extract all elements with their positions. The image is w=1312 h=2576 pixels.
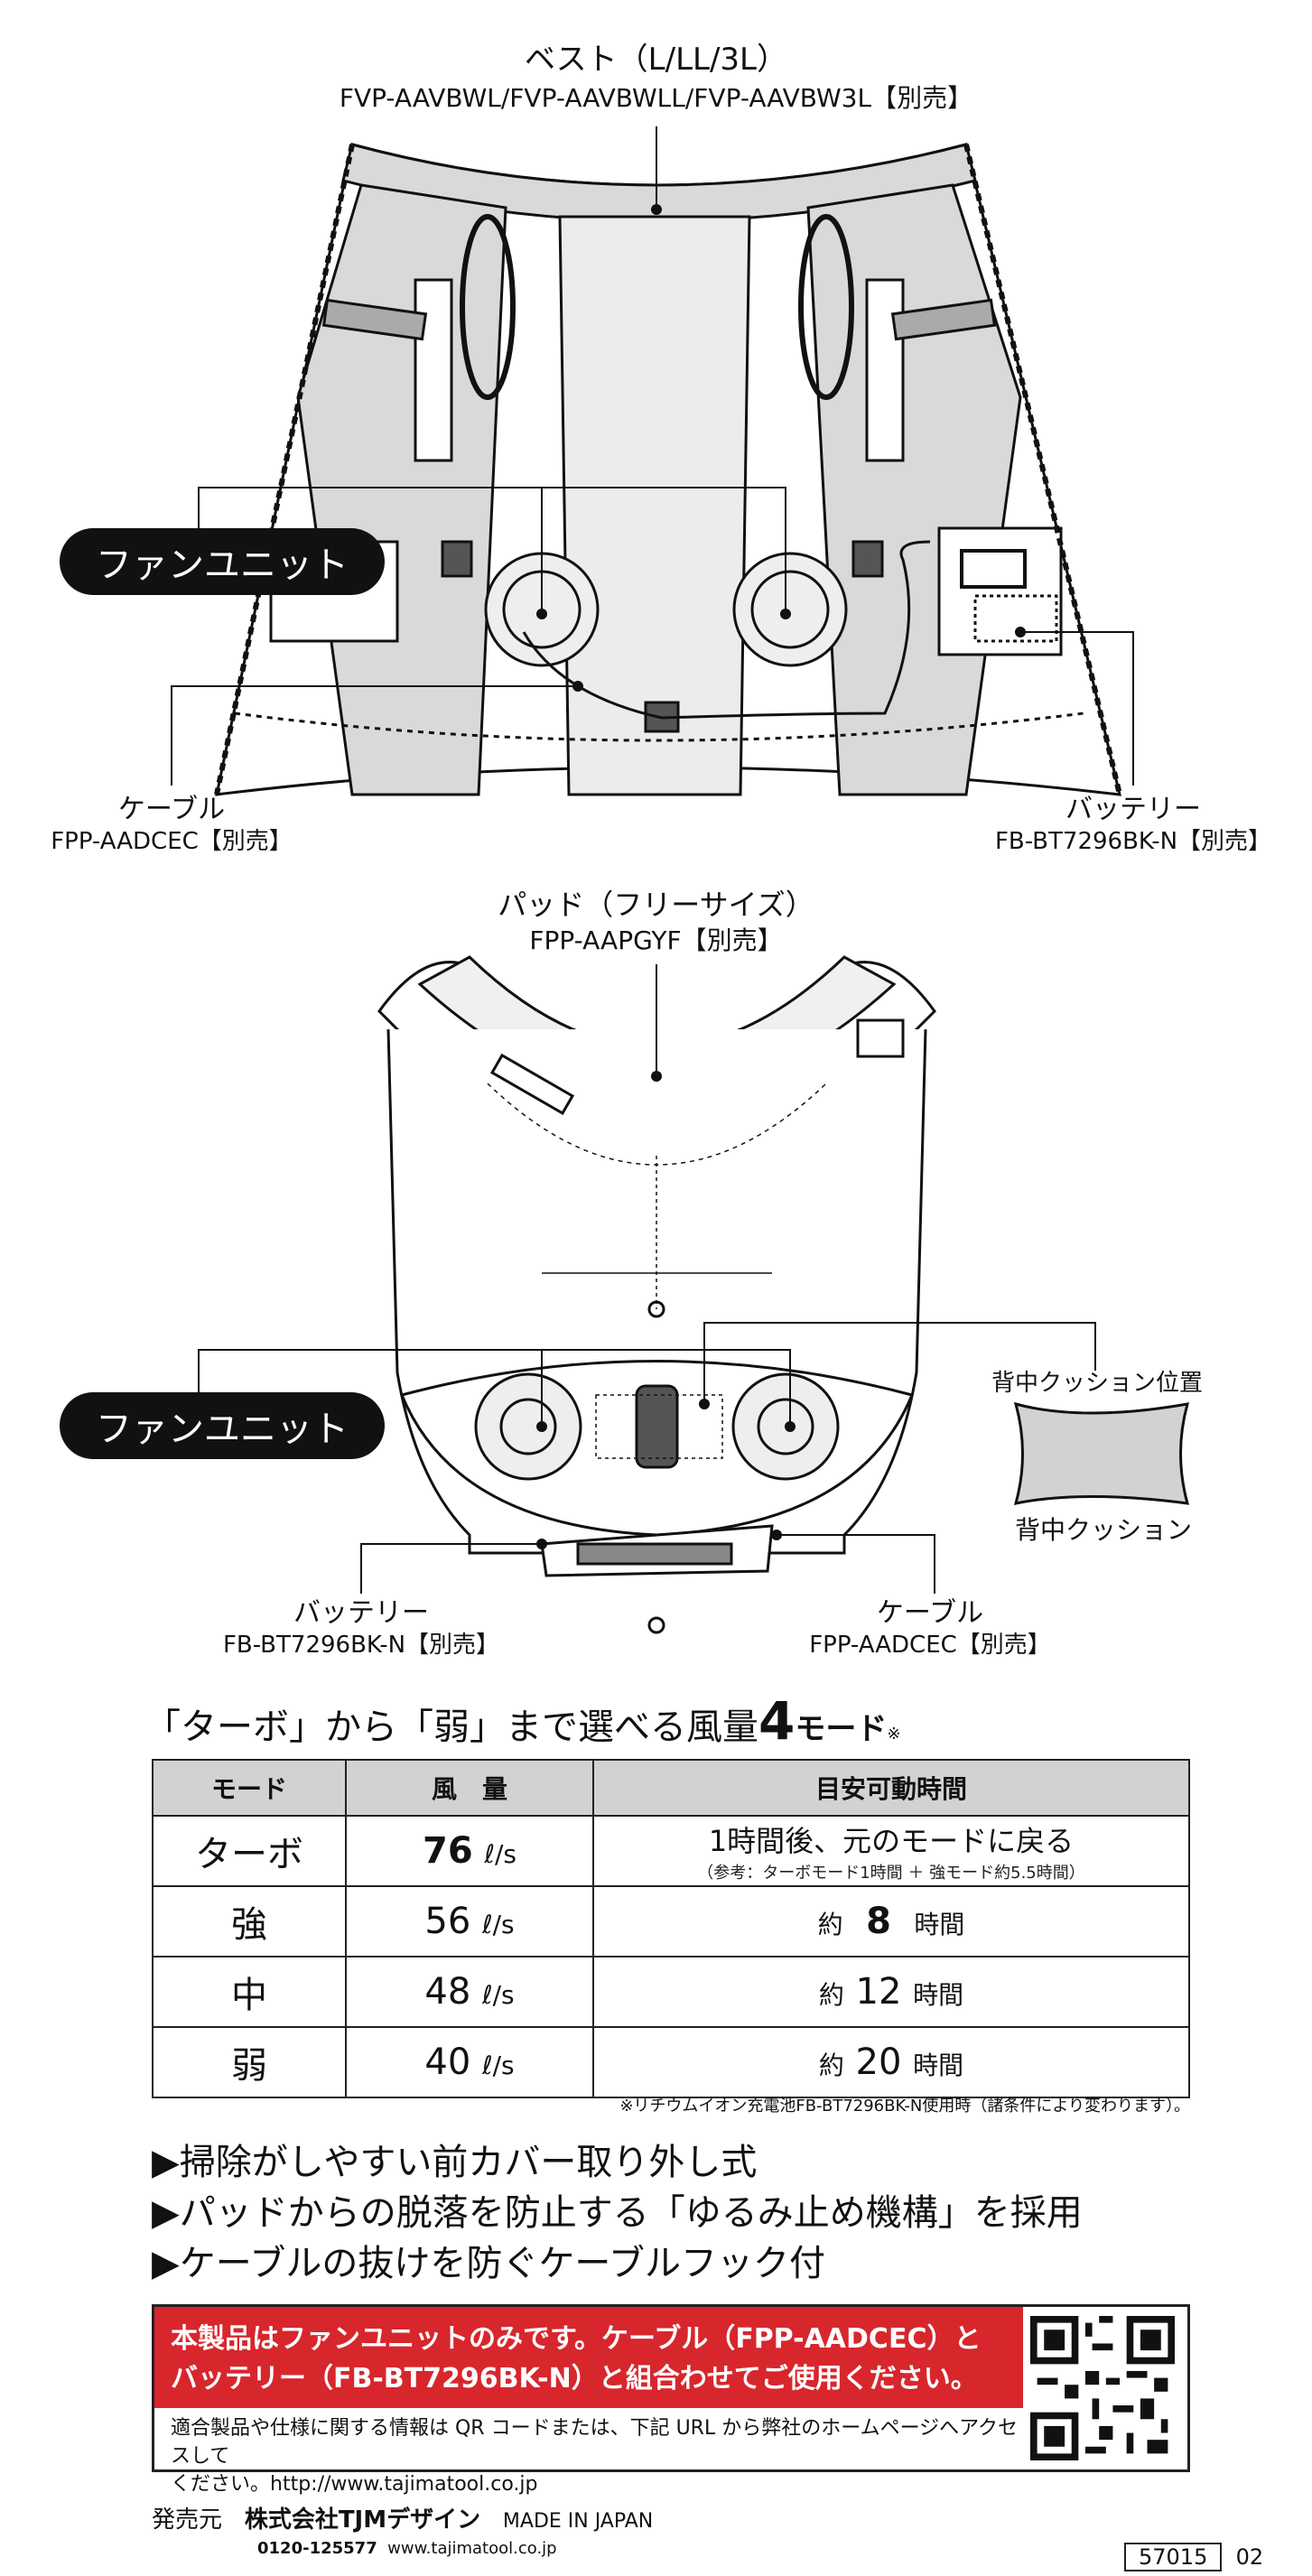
- header-mode: モード: [152, 1759, 347, 1817]
- cable-model-top: FPP-AADCEC【別売】: [51, 828, 293, 855]
- headline-text: 「ターボ」から「弱」まで選べる風量: [144, 1706, 758, 1748]
- time-hours: 12: [855, 1971, 902, 2013]
- revision: 02: [1235, 2544, 1264, 2570]
- time-cell: 約 12 時間: [592, 1956, 1190, 2028]
- time-pre: 約: [818, 2051, 844, 2080]
- cushion-position-label: 背中クッション位置: [991, 1370, 1204, 1397]
- flow-value: 40: [424, 2041, 471, 2083]
- flow-value: 48: [424, 1971, 471, 2013]
- flow-unit: ℓ/s: [482, 1980, 515, 2010]
- battery-model-top: FB-BT7296BK-N【別売】: [994, 828, 1272, 855]
- fan-unit-badge-top: ファンユニット: [60, 528, 385, 595]
- notice-info1: 適合製品や仕様に関する情報は QR コードまたは、下記 URL から弊社のホーム…: [171, 2417, 1019, 2468]
- time-hours: 20: [855, 2041, 902, 2083]
- table-row: 強 56 ℓ/s 約 8 時間: [152, 1885, 1190, 1958]
- cushion-label: 背中クッション: [1015, 1515, 1193, 1545]
- cable-model-bottom: FPP-AADCEC【別売】: [809, 1632, 1051, 1659]
- time-text: 1時間後、元のモードに戻る: [708, 1824, 1075, 1858]
- flow-cell: 48 ℓ/s: [345, 1956, 594, 2028]
- flow-cell: 56 ℓ/s: [345, 1885, 594, 1958]
- flow-cell: 76 ℓ/s: [345, 1815, 594, 1887]
- header-flow: 風 量: [345, 1759, 594, 1817]
- notice-line1: 本製品はファンユニットのみです。ケーブル（FPP-AADCEC）と: [171, 2323, 982, 2355]
- footer-seller: 発売元 株式会社TJMデザイン MADE IN JAPAN: [152, 2501, 653, 2534]
- table-footnote: ※リチウムイオン充電池FB-BT7296BK-N使用時（諸条件により変わります）…: [619, 2097, 1190, 2116]
- airflow-table: モード 風 量 目安可動時間 ターボ 76 ℓ/s 1時間後、元のモードに戻る （…: [152, 1759, 1190, 2098]
- qr-code-icon[interactable]: [1030, 2316, 1175, 2460]
- vest-title: ベスト（L/LL/3L）: [525, 42, 787, 78]
- mode-cell: 強: [152, 1885, 347, 1958]
- company-name: 株式会社TJMデザイン: [244, 2506, 481, 2534]
- notice-box: 本製品はファンユニットのみです。ケーブル（FPP-AADCEC）と バッテリー（…: [152, 2304, 1190, 2496]
- vest-models: FVP-AAVBWL/FVP-AAVBWLL/FVP-AAVBW3L【別売】: [339, 83, 973, 113]
- time-pre: 約: [818, 1980, 844, 2010]
- product-code: 57015 02: [1124, 2543, 1264, 2571]
- notice-line2: バッテリー（FB-BT7296BK-N）と組合わせてご使用ください。: [171, 2362, 978, 2395]
- time-cell: 約 20 時間: [592, 2026, 1190, 2098]
- pad-title: パッド（フリーサイズ）: [498, 888, 814, 922]
- battery-title-top: バッテリー: [1065, 794, 1201, 825]
- notice-warning: 本製品はファンユニットのみです。ケーブル（FPP-AADCEC）と バッテリー（…: [154, 2307, 1023, 2408]
- time-post: 時間: [914, 1910, 965, 1939]
- table-header-row: モード 風 量 目安可動時間: [152, 1759, 1190, 1817]
- footer-contact: 0120-125577 www.tajimatool.co.jp: [257, 2539, 557, 2558]
- time-post: 時間: [913, 2051, 964, 2080]
- made-in: MADE IN JAPAN: [502, 2510, 654, 2533]
- time-subnote: （参考：ターボモード1時間 ＋ 強モード約5.5時間）: [697, 1864, 1085, 1883]
- vest-illustration: [171, 126, 1134, 796]
- time-cell: 1時間後、元のモードに戻る （参考：ターボモード1時間 ＋ 強モード約5.5時間）: [592, 1815, 1190, 1887]
- flow-value: 56: [424, 1901, 471, 1942]
- headline-mark: ※: [887, 1725, 901, 1744]
- mode-cell: 中: [152, 1956, 347, 2028]
- time-post: 時間: [913, 1980, 964, 2010]
- time-cell: 約 8 時間: [592, 1885, 1190, 1958]
- cable-title-bottom: ケーブル: [876, 1597, 984, 1629]
- flow-unit: ℓ/s: [482, 2051, 515, 2080]
- feature-item: ▶パッドからの脱落を防止する「ゆるみ止め機構」を採用: [152, 2192, 1083, 2234]
- time-pre: 約: [817, 1910, 843, 1939]
- table-row: 中 48 ℓ/s 約 12 時間: [152, 1956, 1190, 2028]
- flow-cell: 40 ℓ/s: [345, 2026, 594, 2098]
- footer-url[interactable]: www.tajimatool.co.jp: [387, 2539, 557, 2558]
- pad-illustration: [198, 955, 1190, 1634]
- code-box: 57015: [1124, 2543, 1223, 2571]
- feature-item: ▶ケーブルの抜けを防ぐケーブルフック付: [152, 2243, 825, 2284]
- mode-cell: ターボ: [152, 1815, 347, 1887]
- notice-info: 適合製品や仕様に関する情報は QR コードまたは、下記 URL から弊社のホーム…: [171, 2415, 1019, 2498]
- mode-headline: 「ターボ」から「弱」まで選べる風量4モード※: [144, 1690, 900, 1752]
- battery-model-bottom: FB-BT7296BK-N【別売】: [222, 1632, 500, 1659]
- flow-unit: ℓ/s: [484, 1839, 516, 1869]
- flow-unit: ℓ/s: [482, 1910, 515, 1939]
- battery-title-bottom: バッテリー: [293, 1597, 429, 1629]
- feature-item: ▶掃除がしやすい前カバー取り外し式: [152, 2142, 758, 2183]
- time-hours: 8: [866, 1901, 891, 1942]
- headline-suffix: モード: [795, 1711, 888, 1747]
- flow-value: 76: [423, 1830, 473, 1872]
- phone-number: 0120-125577: [257, 2539, 377, 2558]
- table-row: ターボ 76 ℓ/s 1時間後、元のモードに戻る （参考：ターボモード1時間 ＋ …: [152, 1815, 1190, 1887]
- headline-number: 4: [758, 1690, 796, 1752]
- fan-unit-badge-bottom: ファンユニット: [60, 1392, 385, 1459]
- notice-info2[interactable]: ください。http://www.tajimatool.co.jp: [171, 2472, 538, 2496]
- pad-model: FPP-AAPGYF【別売】: [529, 925, 783, 955]
- seller-label: 発売元: [152, 2506, 223, 2534]
- cable-title-top: ケーブル: [117, 794, 226, 825]
- mode-cell: 弱: [152, 2026, 347, 2098]
- table-row: 弱 40 ℓ/s 約 20 時間: [152, 2026, 1190, 2098]
- header-time: 目安可動時間: [592, 1759, 1190, 1817]
